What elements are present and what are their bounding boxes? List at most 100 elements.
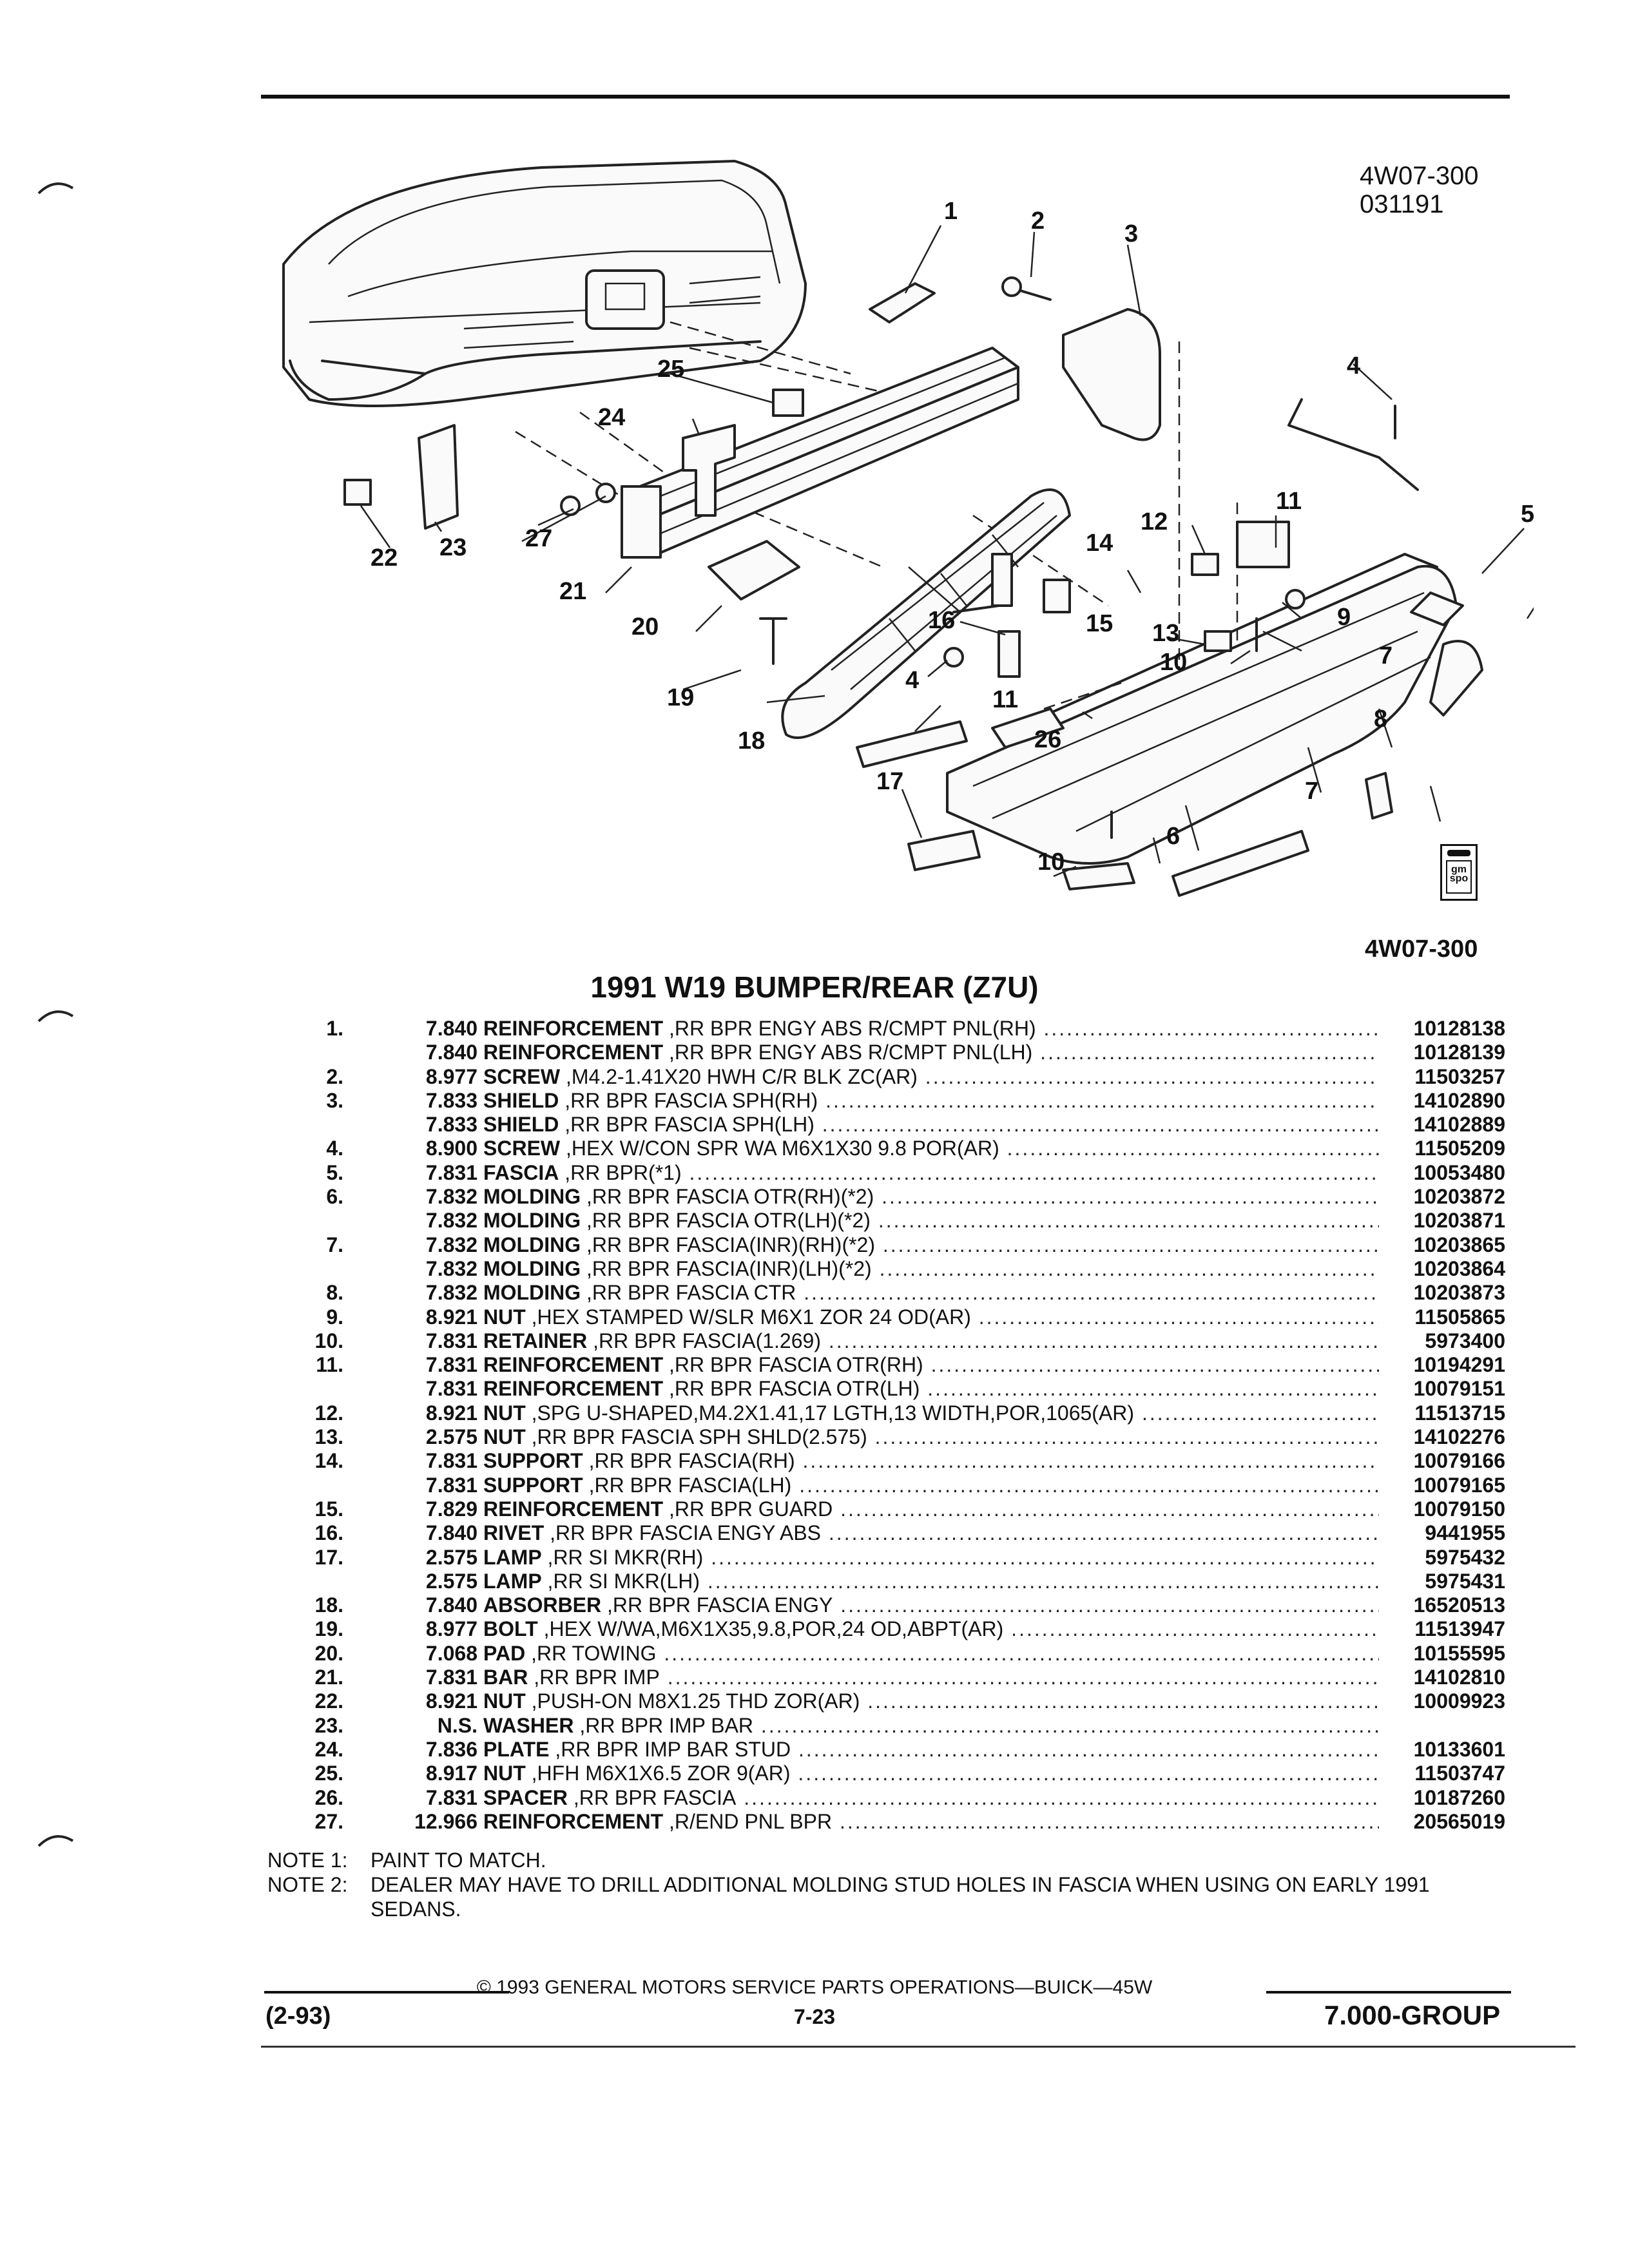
table-row: 23.N.S.WASHER ,RR BPR IMP BAR ..........… [0, 1714, 1629, 1738]
callout-13: 13 [1152, 620, 1179, 647]
group-code: 7.833 [425, 1088, 477, 1112]
bumper-fascia [946, 553, 1458, 865]
callout-9: 9 [1337, 604, 1351, 631]
group-code: 7.832 [425, 1233, 477, 1256]
molding-outer [1410, 591, 1464, 626]
screw-head [943, 647, 964, 668]
callout-26: 26 [1034, 726, 1061, 753]
part-detail: ,RR BPR FASCIA(INR)(RH)(*2) [581, 1233, 875, 1256]
part-description: SUPPORT ,RR BPR FASCIA(LH) .............… [483, 1474, 1379, 1497]
note-label: NOTE 1: [267, 1849, 348, 1872]
hex-nut [772, 389, 804, 417]
screw-head [1001, 276, 1022, 297]
item-number: 12. [314, 1401, 343, 1425]
part-description: SPACER ,RR BPR FASCIA ..................… [483, 1786, 1379, 1810]
molding-outer [1062, 862, 1135, 890]
item-number: 24. [314, 1737, 343, 1761]
leader-dots: ........................................… [867, 1689, 1379, 1713]
leader-dots: ........................................… [840, 1497, 1379, 1521]
part-description: RETAINER ,RR BPR FASCIA(1.269) .........… [483, 1329, 1379, 1353]
bolt [759, 617, 787, 665]
part-description: ABSORBER ,RR BPR FASCIA ENGY ...........… [483, 1593, 1379, 1617]
molding-inner [1171, 830, 1309, 897]
part-description: REINFORCEMENT ,RR BPR FASCIA OTR(RH) ...… [483, 1353, 1379, 1377]
leader-dots: ........................................… [804, 1281, 1379, 1305]
group-code: 2.575 [425, 1569, 477, 1593]
part-name: BOLT [483, 1617, 538, 1641]
leader-dots: ........................................… [1040, 1041, 1379, 1064]
item-number: 25. [314, 1762, 343, 1785]
fascia-shield [1062, 308, 1161, 441]
note-text: PAINT TO MATCH. [371, 1849, 546, 1872]
callout-15: 15 [1086, 610, 1113, 637]
leader-dots: ........................................… [874, 1425, 1379, 1449]
end-panel-reinforcement [418, 424, 459, 530]
fascia-spacer [991, 707, 1065, 749]
part-name: NUT [483, 1689, 526, 1713]
part-name: SCREW [483, 1064, 561, 1088]
item-number: 2. [326, 1064, 343, 1088]
leader-dots: ........................................… [1043, 1017, 1379, 1040]
leader-dots: ........................................… [927, 1377, 1379, 1401]
item-number: 23. [314, 1713, 343, 1737]
exploded-parts-diagram: 1 2 3 4 5 6 7 8 9 10 11 12 13 14 15 16 1… [282, 160, 1534, 897]
part-name: REINFORCEMENT [483, 1017, 664, 1040]
fascia-support [991, 553, 1013, 607]
part-number: 11513715 [1414, 1401, 1505, 1425]
part-detail: ,RR BPR FASCIA(1.269) [587, 1329, 821, 1352]
part-description: PLATE ,RR BPR IMP BAR STUD .............… [483, 1738, 1379, 1762]
part-name: REINFORCEMENT [483, 1809, 664, 1833]
part-number: 10187260 [1413, 1785, 1505, 1809]
part-number: 10079165 [1413, 1473, 1505, 1497]
shield-nut [1204, 630, 1232, 652]
callout-7: 7 [1379, 642, 1393, 669]
footer-rule [1266, 1991, 1511, 1994]
leader-dots: ........................................… [879, 1256, 1379, 1280]
leader-dots: ........................................… [798, 1762, 1379, 1785]
part-description: MOLDING ,RR BPR FASCIA(INR)(RH)(*2) ....… [483, 1233, 1379, 1257]
part-number: 10203865 [1413, 1233, 1505, 1256]
leader-lines [360, 225, 1534, 878]
rivet [952, 604, 1000, 613]
notes-section: NOTE 1:PAINT TO MATCH. NOTE 2:DEALER MAY… [267, 1848, 1466, 1921]
group-code: 8.977 [425, 1064, 477, 1088]
part-name: MOLDING [483, 1256, 581, 1280]
callout-24: 24 [598, 404, 625, 431]
leader-dots: ........................................… [839, 1809, 1379, 1833]
part-description: SCREW ,HEX W/CON SPR WA M6X1X30 9.8 POR(… [483, 1137, 1379, 1160]
hex-nut [1285, 589, 1306, 610]
part-name: SCREW [483, 1137, 561, 1160]
part-detail: ,RR BPR(*1) [559, 1160, 682, 1184]
item-number: 7. [326, 1233, 343, 1256]
note-label: NOTE 2: [267, 1873, 348, 1896]
part-number: 9441955 [1425, 1521, 1505, 1545]
push-on-nut [343, 479, 372, 506]
part-name: RETAINER [483, 1329, 588, 1352]
part-description: RIVET ,RR BPR FASCIA ENGY ABS ..........… [483, 1521, 1379, 1545]
leader-dots: ........................................… [664, 1641, 1379, 1665]
part-detail: ,RR BPR FASCIA ENGY ABS [544, 1521, 822, 1545]
stud-plate [682, 424, 736, 517]
part-detail: ,RR BPR IMP BAR [574, 1713, 754, 1737]
group-code: 7.831 [425, 1449, 477, 1473]
margin-mark [37, 182, 74, 195]
part-number: 10009923 [1413, 1689, 1505, 1713]
bottom-rule [261, 2046, 1576, 2048]
leader-dots: ........................................… [760, 1713, 1379, 1737]
callout-6b: 6 [1166, 823, 1180, 850]
leader-dots: ........................................… [1011, 1617, 1379, 1641]
